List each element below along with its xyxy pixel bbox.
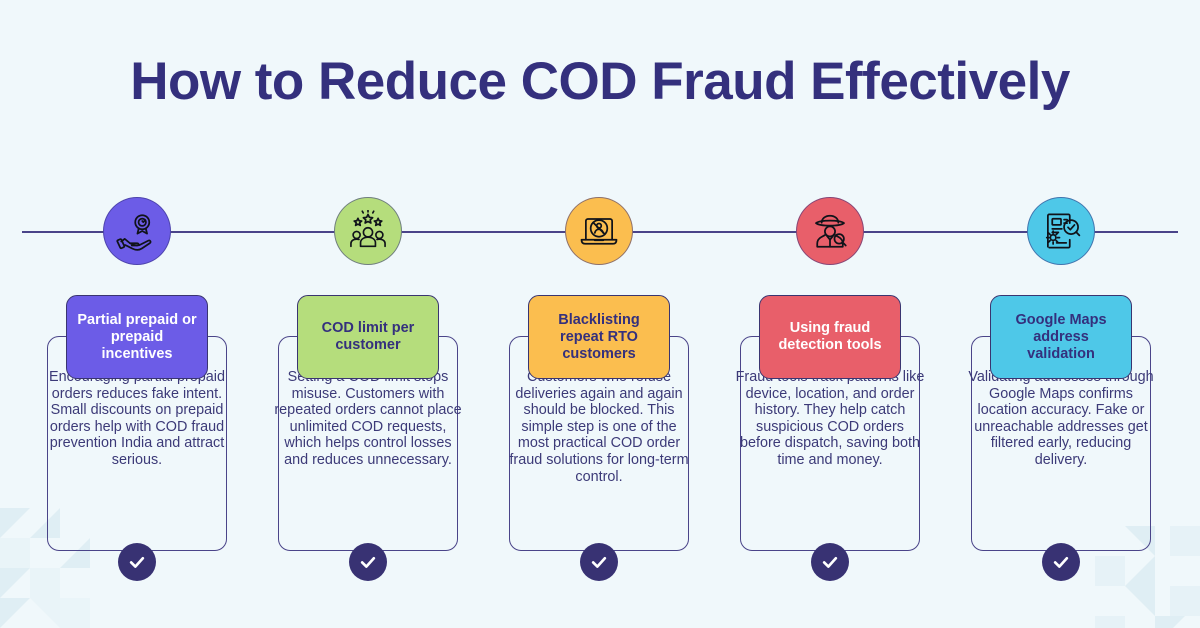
check-icon — [822, 556, 838, 568]
step-label-badge-1[interactable]: Partial prepaid or prepaid incentives — [66, 295, 208, 379]
check-icon — [129, 556, 145, 568]
step-label-text-1: Partial prepaid or prepaid incentives — [77, 311, 197, 362]
step-icon-circle-2[interactable] — [334, 197, 402, 265]
step-body-text-4: Fraud tools track patterns like device, … — [735, 369, 925, 468]
step-column-1: Encouraging partial prepaid orders reduc… — [22, 0, 252, 628]
check-icon — [360, 556, 376, 568]
customers-rating-stars-icon — [350, 210, 386, 248]
step-column-4: Fraud tools track patterns like device, … — [715, 0, 945, 628]
check-icon — [591, 556, 607, 568]
step-body-text-2: Setting a COD limit stops misuse. Custom… — [274, 369, 462, 468]
step-check-badge-5 — [1042, 543, 1080, 581]
step-label-badge-4[interactable]: Using fraud detection tools — [759, 295, 901, 379]
step-column-5: Validating addresses through Google Maps… — [946, 0, 1176, 628]
step-label-text-2: COD limit per customer — [321, 320, 415, 353]
step-label-badge-3[interactable]: Blacklisting repeat RTO customers — [528, 295, 670, 379]
step-label-badge-5[interactable]: Google Maps address validation — [990, 295, 1132, 379]
laptop-blocked-user-icon — [580, 218, 618, 245]
step-label-text-4: Using fraud detection tools — [778, 320, 882, 353]
step-body-text-1: Encouraging partial prepaid orders reduc… — [49, 369, 225, 468]
step-column-3: Customers who refuse deliveries again an… — [484, 0, 714, 628]
step-label-text-5: Google Maps address validation — [1015, 311, 1107, 362]
step-body-text-3: Customers who refuse deliveries again an… — [509, 369, 689, 485]
step-body-text-5: Validating addresses through Google Maps… — [968, 369, 1154, 468]
step-icon-circle-1[interactable] — [103, 197, 171, 265]
detective-magnifier-icon — [815, 214, 847, 248]
step-check-badge-3 — [580, 543, 618, 581]
document-gear-magnifier-check-icon — [1045, 213, 1081, 249]
step-icon-circle-3[interactable] — [565, 197, 633, 265]
step-check-badge-1 — [118, 543, 156, 581]
step-icon-circle-5[interactable] — [1027, 197, 1095, 265]
step-check-badge-2 — [349, 543, 387, 581]
step-label-badge-2[interactable]: COD limit per customer — [297, 295, 439, 379]
hand-holding-award-icon — [116, 214, 152, 251]
step-icon-circle-4[interactable] — [796, 197, 864, 265]
step-column-2: Setting a COD limit stops misuse. Custom… — [253, 0, 483, 628]
step-check-badge-4 — [811, 543, 849, 581]
check-icon — [1053, 556, 1069, 568]
page-title: How to Reduce COD Fraud Effectively — [130, 52, 1070, 111]
step-label-text-3: Blacklisting repeat RTO customers — [558, 311, 640, 362]
